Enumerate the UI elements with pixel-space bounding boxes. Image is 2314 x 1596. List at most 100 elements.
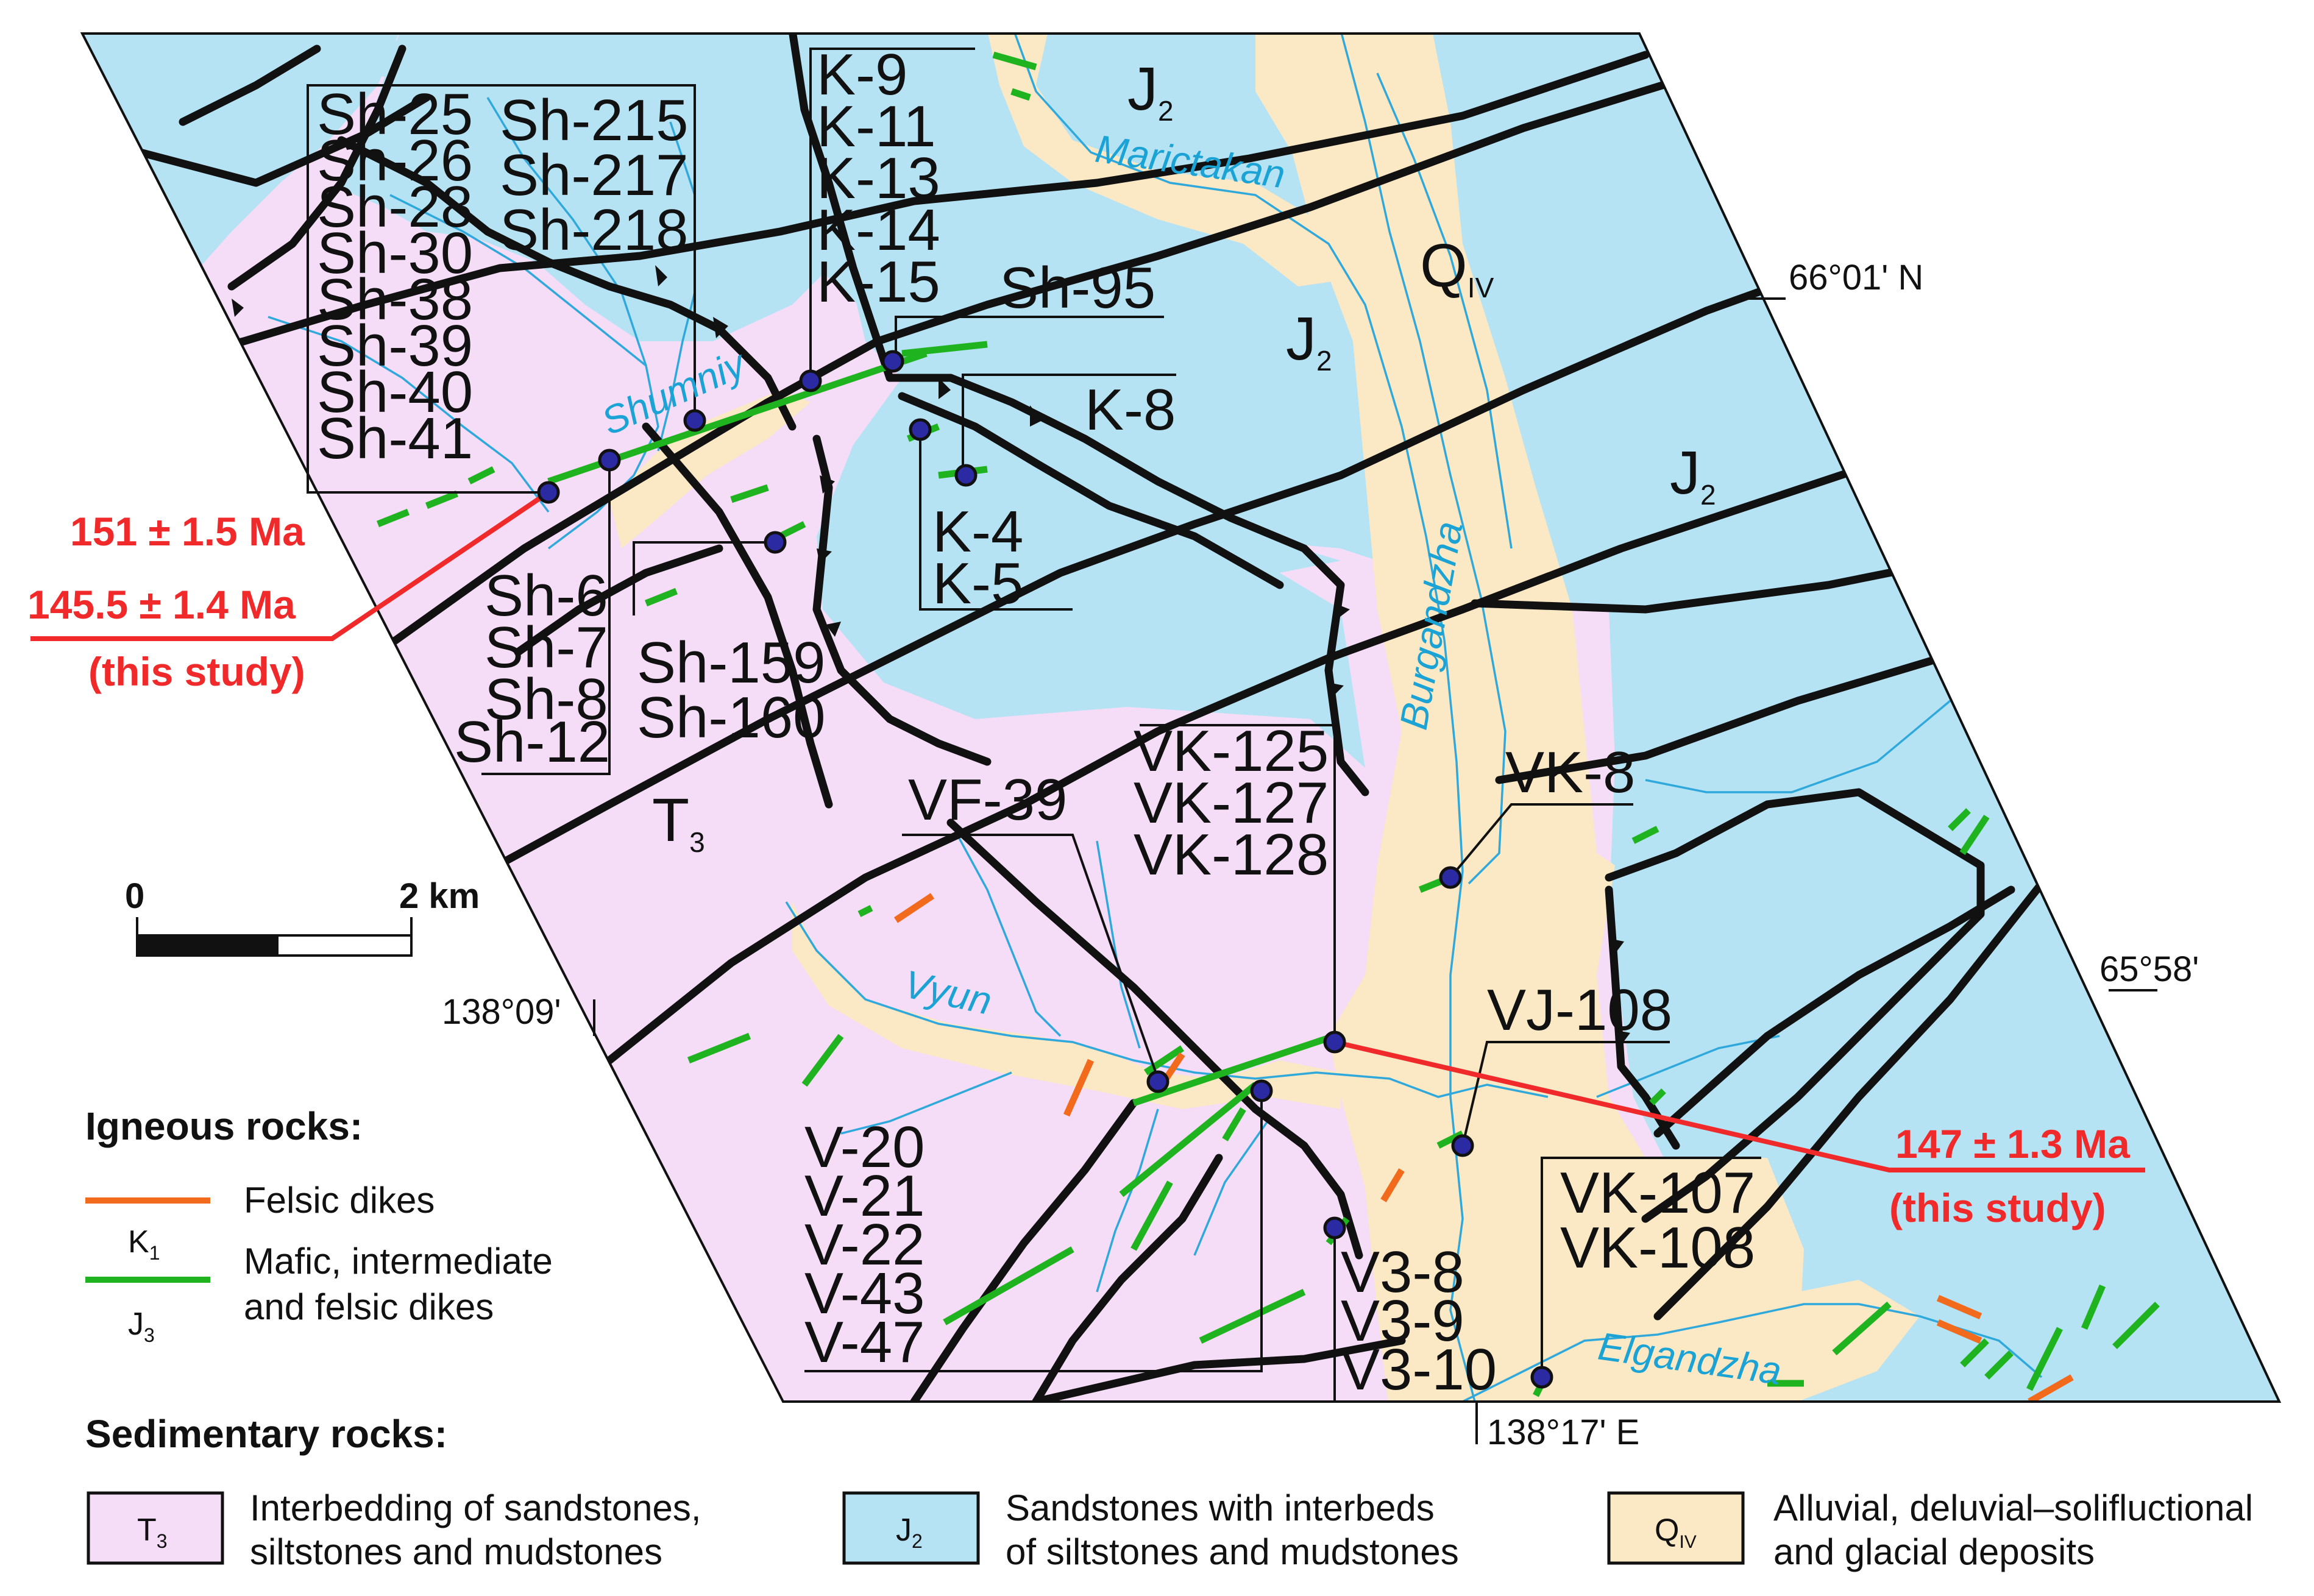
frame-v20 xyxy=(804,1091,1263,1372)
sample-point xyxy=(909,418,932,441)
sample-group-k8: K-8 xyxy=(1085,377,1176,442)
j2-area-north xyxy=(305,34,1365,768)
mafic-dike xyxy=(1832,1301,1892,1356)
sample-group-sh159: Sh-159 Sh-160 xyxy=(637,630,842,750)
fault-south-1 xyxy=(910,1099,1138,1402)
fault-bottom xyxy=(1032,1336,1406,1402)
mafic-dike xyxy=(992,51,1037,71)
river-shumniy-trib2 xyxy=(486,97,647,366)
mafic-dike xyxy=(1010,88,1031,101)
fault-south-2 xyxy=(1032,1154,1223,1402)
q4-area-burgandzha xyxy=(1255,34,1804,1402)
river-vyun-trib3 xyxy=(1096,1108,1159,1293)
legend-swatch-q4-label: QIV xyxy=(1655,1513,1697,1552)
fault-diagonal-s xyxy=(946,818,1363,1260)
legend-t3-text: Interbedding of sandstones, siltstones a… xyxy=(250,1488,711,1572)
mafic-dike xyxy=(1631,826,1659,844)
scale-start: 0 xyxy=(125,876,144,916)
sample-points xyxy=(537,350,1553,1389)
frame-vk125 xyxy=(1140,724,1336,1042)
frame-k4 xyxy=(919,427,1073,611)
mafic-dike xyxy=(1130,1180,1173,1251)
sample-group-vf39: VF-39 xyxy=(908,767,1067,832)
sample-group-vk125: VK-125 VK-127 VK-128 xyxy=(1134,718,1345,887)
fault-thrust-k xyxy=(885,374,1369,796)
sample-point xyxy=(1146,1070,1169,1093)
coord-lat-bottom: 65°58' xyxy=(2099,949,2199,989)
legend-k1: K1 xyxy=(128,1224,160,1264)
fault-curved-shumniy xyxy=(337,136,797,431)
coord-lat-top: 66°01' N xyxy=(1789,258,1923,297)
mafic-dike xyxy=(2081,1284,2106,1330)
legend-swatch-t3-label: T3 xyxy=(137,1513,168,1552)
mafic-dike xyxy=(801,1034,844,1087)
coordinate-labels: 66°01' N 65°58' 138°09' 138°17' E xyxy=(442,258,2199,1452)
fault-main-4 xyxy=(483,434,1954,1162)
q4-area-vyun xyxy=(792,902,1341,1109)
frame-vj108 xyxy=(1461,1041,1670,1146)
fault-vf xyxy=(812,434,992,766)
fault-nw-1 xyxy=(136,93,431,187)
age-label-left-1: 151 ± 1.5 Ma xyxy=(70,509,305,554)
river-vyun-trib4 xyxy=(1193,1120,1269,1256)
sample-point xyxy=(1451,1134,1474,1157)
mafic-dike xyxy=(1649,1088,1666,1105)
unit-label-j2: J2 xyxy=(1127,55,1174,127)
sample-point xyxy=(683,409,706,432)
mafic-dike xyxy=(943,1246,1074,1325)
mafic-dike xyxy=(1199,1289,1306,1344)
sample-point xyxy=(764,531,787,554)
scale-end: 2 km xyxy=(399,876,480,916)
sample-group-v20: V-20 V-21 V-22 V-43 V-47 xyxy=(804,1115,941,1375)
coord-lon-left: 138°09' xyxy=(442,992,561,1032)
fault-main-3 xyxy=(337,252,1863,955)
fault-east-diag xyxy=(1653,885,2015,1138)
sample-group-sh95: Sh-95 xyxy=(999,255,1155,321)
fault-east-block xyxy=(1605,788,1985,1223)
mafic-dike xyxy=(778,521,806,539)
frame-vk8 xyxy=(1449,803,1633,879)
sample-group-vk8: VK-8 xyxy=(1505,740,1635,805)
mafic-dike xyxy=(1132,1032,1336,1107)
unit-label-j2: J2 xyxy=(1286,305,1332,377)
fault-east-diag2 xyxy=(1653,879,2046,1321)
legend-mafic-label: Mafic, intermediate and felsic dikes xyxy=(244,1241,563,1327)
mafic-dike xyxy=(1222,1107,1246,1141)
sample-point xyxy=(881,350,904,373)
q4-area-shumniy xyxy=(609,390,811,548)
sample-point xyxy=(537,481,560,504)
mafic-dike xyxy=(644,587,678,607)
unit-label-j2: J2 xyxy=(1670,439,1716,511)
mafic-dike xyxy=(425,490,459,509)
felsic-dike xyxy=(893,893,935,923)
sample-point xyxy=(1323,1216,1346,1240)
legend-felsic-label: Felsic dikes xyxy=(244,1180,435,1221)
river-south-trib xyxy=(840,1071,1012,1135)
felsic-dike xyxy=(1936,1319,1982,1344)
sample-frames xyxy=(307,48,1761,1403)
mafic-dike xyxy=(376,508,410,528)
frame-k8 xyxy=(962,374,1176,475)
frame-sh215 xyxy=(500,84,696,420)
age-labels: 151 ± 1.5 Ma 145.5 ± 1.4 Ma (this study)… xyxy=(27,509,2131,1230)
thrust-teeth xyxy=(232,265,1630,1045)
mafic-dike xyxy=(857,905,873,917)
river-vyun xyxy=(785,901,1549,1098)
sample-point xyxy=(1323,1030,1346,1054)
coord-lon-right: 138°17' E xyxy=(1487,1413,1639,1452)
frame-sh25 xyxy=(307,84,548,494)
sample-labels: Sh-25 Sh-26 Sh-28 Sh-30 Sh-38 Sh-39 Sh-4… xyxy=(317,42,1755,1402)
legend-swatch-t3 xyxy=(87,1491,224,1565)
frame-v38 xyxy=(1333,1225,1499,1403)
map-frame xyxy=(80,32,2282,1403)
mafic-dike xyxy=(1119,1082,1258,1197)
legend-sedimentary-title: Sedimentary rocks: xyxy=(85,1412,447,1456)
felsic-dike xyxy=(1936,1294,1982,1320)
legend-igneous-title: Igneous rocks: xyxy=(85,1104,363,1148)
legend-j3: J3 xyxy=(128,1307,155,1346)
age-label-left-note: (this study) xyxy=(88,649,305,694)
sample-group-sh25: Sh-25 Sh-26 Sh-28 Sh-30 Sh-38 Sh-39 Sh-4… xyxy=(317,82,489,471)
age-leader-right xyxy=(1334,1040,2145,1172)
legend: Igneous rocks: Felsic dikes K1 Mafic, in… xyxy=(85,1104,2253,1572)
